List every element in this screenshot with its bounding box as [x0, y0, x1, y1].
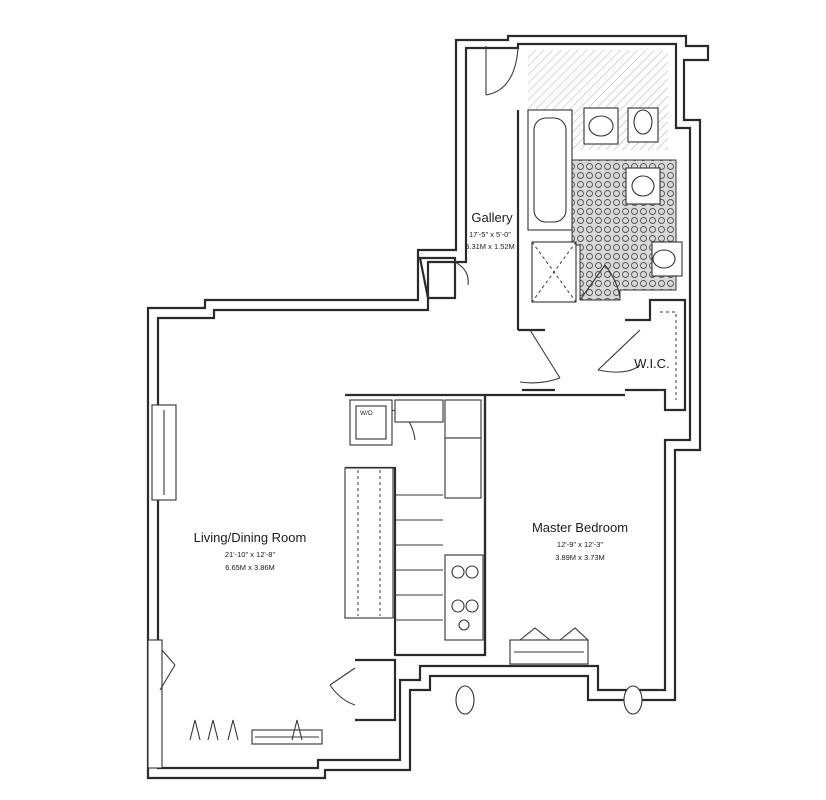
- wic-name: W.I.C.: [634, 356, 669, 371]
- living-dim-metric: 6.65M x 3.86M: [225, 563, 275, 572]
- columns: [455, 685, 643, 715]
- gallery-dim-imperial: 17'-5" x 5'-0": [469, 230, 511, 239]
- gallery-name: Gallery: [471, 210, 513, 225]
- gallery-dim-metric: 5.31M x 1.52M: [465, 242, 515, 251]
- bedroom-dim-imperial: 12'-9" x 12'-3": [557, 540, 603, 549]
- bedroom-dim-metric: 3.89M x 3.73M: [555, 553, 605, 562]
- washer-dryer-label: W/D: [360, 410, 373, 417]
- living-name: Living/Dining Room: [194, 530, 307, 545]
- bathroom: [527, 50, 683, 303]
- left-windows: [147, 404, 177, 769]
- living-door: [519, 329, 561, 392]
- living-windows: [159, 649, 323, 745]
- walk-in-closet: [597, 298, 687, 412]
- living-dim-imperial: 21'-10" x 12'-8": [225, 550, 276, 559]
- coat-closet: [329, 658, 397, 722]
- bedroom-walls: [483, 393, 625, 655]
- bedroom-name: Master Bedroom: [532, 520, 628, 535]
- entry-door: [485, 46, 519, 96]
- kitchen: [344, 393, 487, 657]
- bedroom-window: [509, 627, 589, 665]
- exterior-walls: [146, 34, 710, 780]
- gallery-walls: [418, 110, 545, 332]
